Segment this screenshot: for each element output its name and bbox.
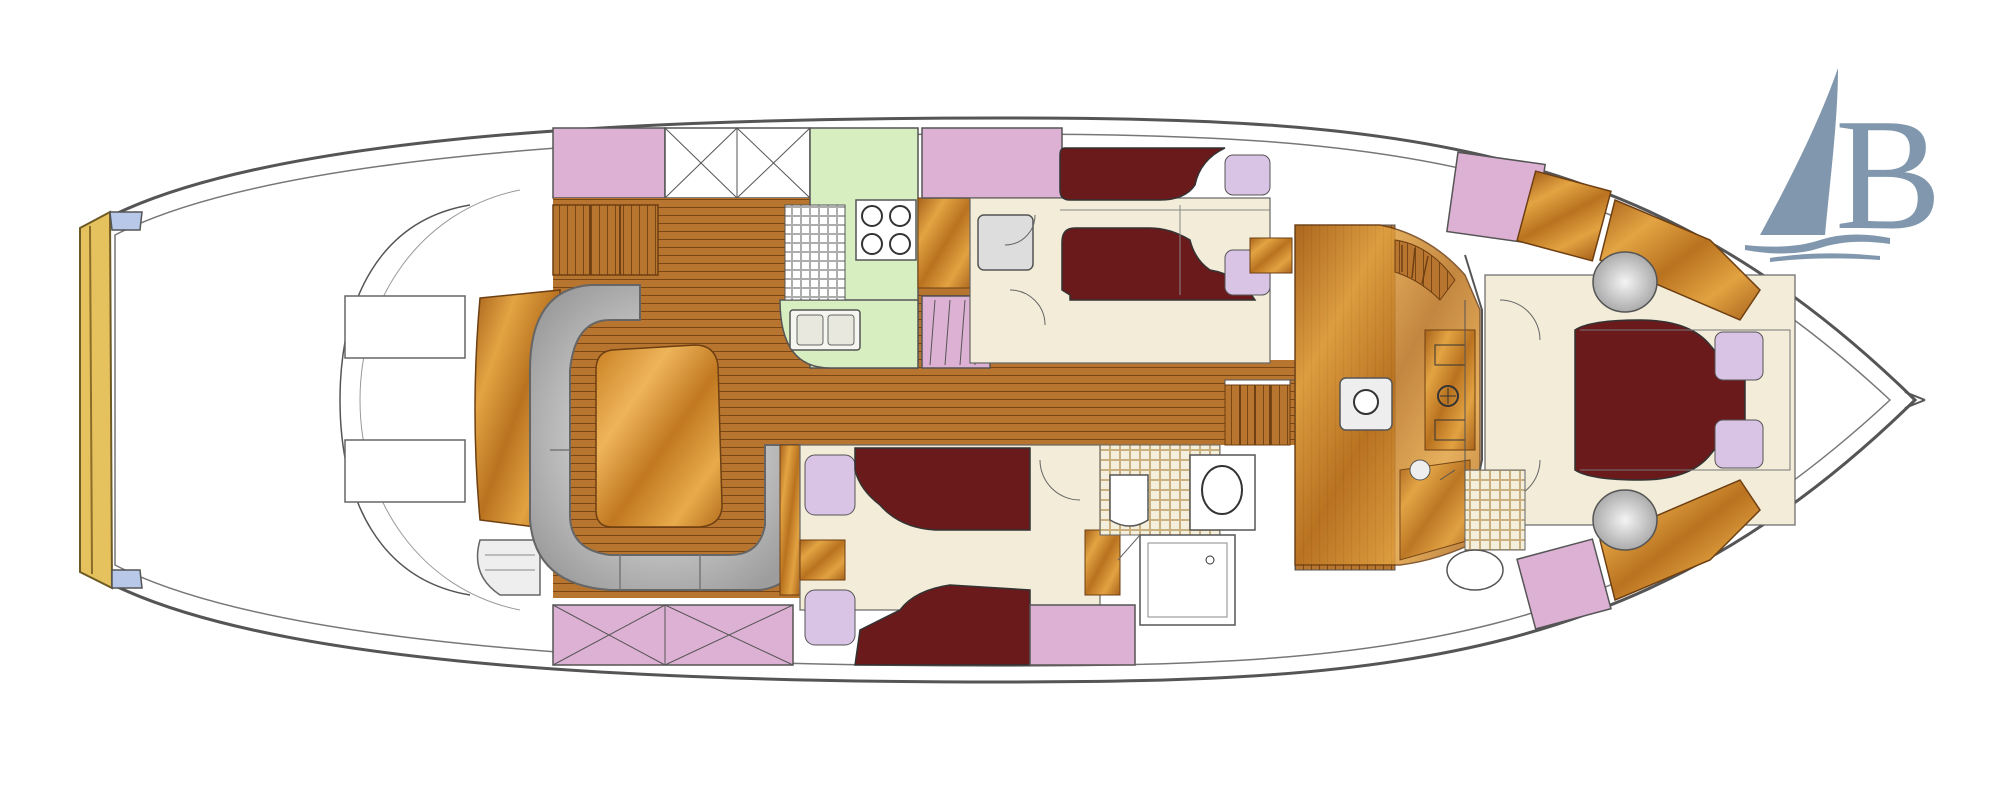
toilet xyxy=(1109,474,1149,527)
corridor-floor xyxy=(760,360,1310,445)
pillow xyxy=(1714,331,1764,381)
pillow xyxy=(804,589,856,646)
hanging-locker xyxy=(977,214,1034,271)
cabinet xyxy=(917,197,974,289)
cockpit-hatch-upper xyxy=(344,295,466,359)
berth xyxy=(1059,147,1226,201)
galley-tiles xyxy=(784,204,846,301)
pillow xyxy=(1714,419,1764,469)
ensuite-toilet xyxy=(1446,549,1504,591)
brand-logo: B xyxy=(1745,68,1942,263)
cockpit-chair xyxy=(476,539,541,596)
cabinet xyxy=(552,127,666,199)
heads xyxy=(1099,444,1256,626)
helm-wheel-icon xyxy=(1437,385,1459,407)
forward-locker-port xyxy=(1599,479,1761,602)
cabinet xyxy=(552,604,794,666)
side-cabinet xyxy=(779,444,801,596)
guest-cabins-port xyxy=(799,444,1136,666)
cockpit-hatch-lower xyxy=(344,439,466,503)
master-cabin xyxy=(1446,151,1796,630)
cooktop xyxy=(855,199,917,261)
instrument-panel xyxy=(1424,329,1476,451)
sailboat-logo-icon xyxy=(1760,68,1838,235)
pillow xyxy=(1224,154,1271,196)
companionway-steps xyxy=(1224,384,1291,446)
nightstand xyxy=(1084,529,1121,596)
nightstand xyxy=(1249,237,1293,274)
swim-platform xyxy=(79,210,114,590)
aft-steps xyxy=(552,204,659,276)
saloon-table xyxy=(595,344,723,528)
berth xyxy=(854,584,1031,666)
galley-sink xyxy=(789,309,861,351)
logo-letter: B xyxy=(1835,85,1942,263)
berth xyxy=(854,447,1031,531)
cabinet xyxy=(1516,170,1612,262)
shower xyxy=(1139,534,1236,626)
forward-locker-starboard xyxy=(1599,198,1761,321)
cabinet xyxy=(1516,538,1612,630)
galley xyxy=(779,127,991,369)
armchair xyxy=(1592,489,1658,551)
nightstand xyxy=(799,539,846,581)
cabinet xyxy=(1029,604,1136,666)
washbasin xyxy=(1201,465,1243,515)
ensuite-floor xyxy=(1464,469,1526,551)
cabinet xyxy=(921,127,1063,199)
helm-station xyxy=(1224,224,1483,571)
armchair xyxy=(1592,251,1658,313)
pillow xyxy=(804,454,856,516)
guest-cabins-starboard xyxy=(921,127,1293,364)
